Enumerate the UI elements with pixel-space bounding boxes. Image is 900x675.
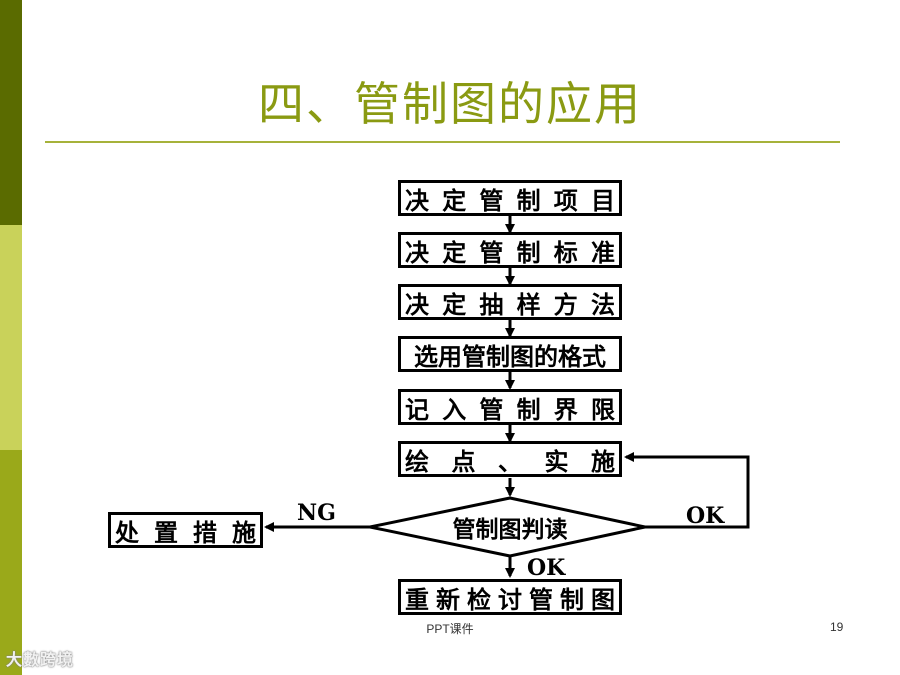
decision-label: 管制图判读: [452, 516, 568, 543]
ng-action-box: 处置措施: [108, 512, 263, 548]
title-divider: [45, 141, 840, 143]
sidebar-band-light: [0, 225, 22, 450]
watermark-logo: 大數跨境: [6, 650, 75, 669]
ok-down-label: OK: [527, 555, 566, 581]
step-review-chart: 重新检讨管制图: [398, 579, 622, 615]
step-record-limits: 记入管制界限: [398, 389, 622, 425]
page-number: 19: [830, 620, 844, 634]
step-select-format: 选用管制图的格式: [398, 336, 622, 372]
ng-label: NG: [297, 500, 336, 526]
ok-loop-label: OK: [686, 503, 725, 529]
sidebar-band-dark: [0, 0, 22, 225]
slide-footer: PPT课件: [426, 622, 474, 636]
sidebar-band-mid: [0, 450, 22, 675]
step-decide-items: 决定管制项目: [398, 180, 622, 216]
step-decide-sampling: 决定抽样方法: [398, 284, 622, 320]
step-decide-standard: 决定管制标准: [398, 232, 622, 268]
arrow-ok-loop: [624, 452, 750, 529]
slide-title: 四、管制图的应用: [258, 77, 642, 131]
step-plot-implement: 绘点、实施: [398, 441, 622, 477]
